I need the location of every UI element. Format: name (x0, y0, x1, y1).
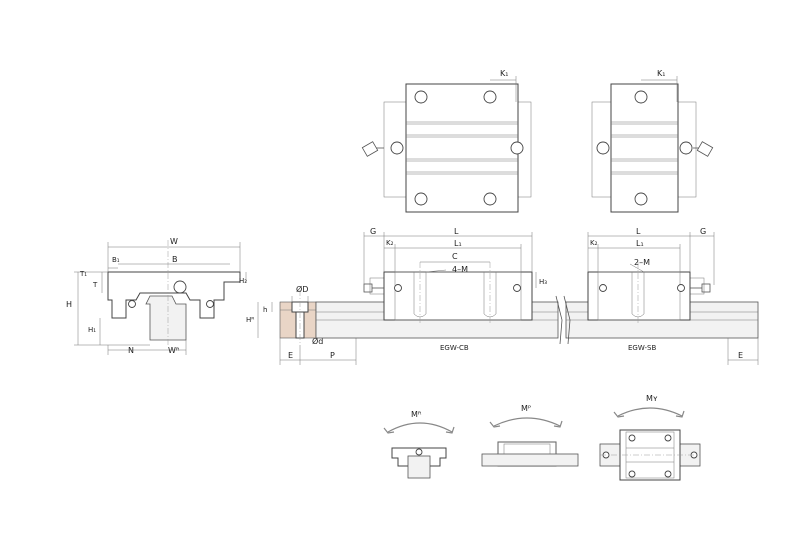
side-view-sb: L L₁ K₂ G 2–M EGW-SB E (587, 227, 759, 365)
moment-mr: Mᴿ (383, 410, 455, 479)
grease-nipple-icon (693, 141, 714, 157)
dim-l1-cb: L₁ (454, 239, 462, 248)
dim-g-sb: G (700, 227, 706, 236)
end-view: W B B₁ H T T₁ H₁ H₂ N Wᴿ (66, 237, 247, 355)
dim-w: W (170, 237, 178, 246)
dim-h3: H₃ (539, 278, 547, 286)
grease-nipple-icon (690, 283, 711, 293)
moment-mp: Mᴾ (481, 404, 579, 467)
dim-e-right: E (738, 351, 743, 360)
side-rail (315, 295, 759, 345)
caption-egw-sb: EGW-SB (628, 344, 656, 352)
dim-k2-sb: K₂ (590, 239, 598, 247)
dim-l-cb: L (454, 227, 459, 236)
top-view-cb: K₁ (361, 69, 532, 213)
caption-egw-cb: EGW-CB (440, 344, 469, 352)
dim-h2: H₂ (239, 277, 247, 285)
side-view-cb: G L L₁ K₂ C 4–M H₃ EGW-CB (363, 227, 547, 352)
dim-t1: T₁ (79, 270, 87, 278)
dim-l-sb: L (636, 227, 641, 236)
dim-c: C (452, 252, 458, 261)
dim-h: H (66, 300, 72, 309)
moment-my: Mʏ (599, 394, 701, 481)
label-mr: Mᴿ (411, 410, 422, 419)
dim-e-left: E (288, 351, 293, 360)
dim-p: P (330, 351, 335, 360)
top-view-sb: K₁ (591, 69, 714, 213)
dim-k1-cb: K₁ (500, 69, 508, 78)
dim-l1-sb: L₁ (636, 239, 644, 248)
dim-t: T (92, 281, 98, 289)
dim-n: N (128, 346, 134, 355)
dim-d-small: Ød (312, 336, 323, 346)
label-my: Mʏ (646, 394, 658, 403)
dim-wr: Wᴿ (168, 346, 180, 355)
dim-k2-cb: K₂ (386, 239, 394, 247)
dim-g-cb: G (370, 227, 376, 236)
grease-nipple-icon (363, 283, 384, 293)
grease-nipple-icon (361, 141, 384, 157)
thread-4m: 4–M (452, 265, 468, 274)
dim-hr: Hᴿ (246, 316, 254, 324)
dim-b: B (172, 255, 178, 264)
dim-h1: H₁ (88, 326, 96, 334)
dim-k1-sb: K₁ (657, 69, 665, 78)
dim-b1: B₁ (112, 256, 120, 264)
dim-h-counterbore: h (263, 306, 267, 314)
thread-2m: 2–M (634, 258, 650, 267)
dim-d-large: ØD (296, 284, 308, 294)
label-mp: Mᴾ (521, 404, 531, 413)
